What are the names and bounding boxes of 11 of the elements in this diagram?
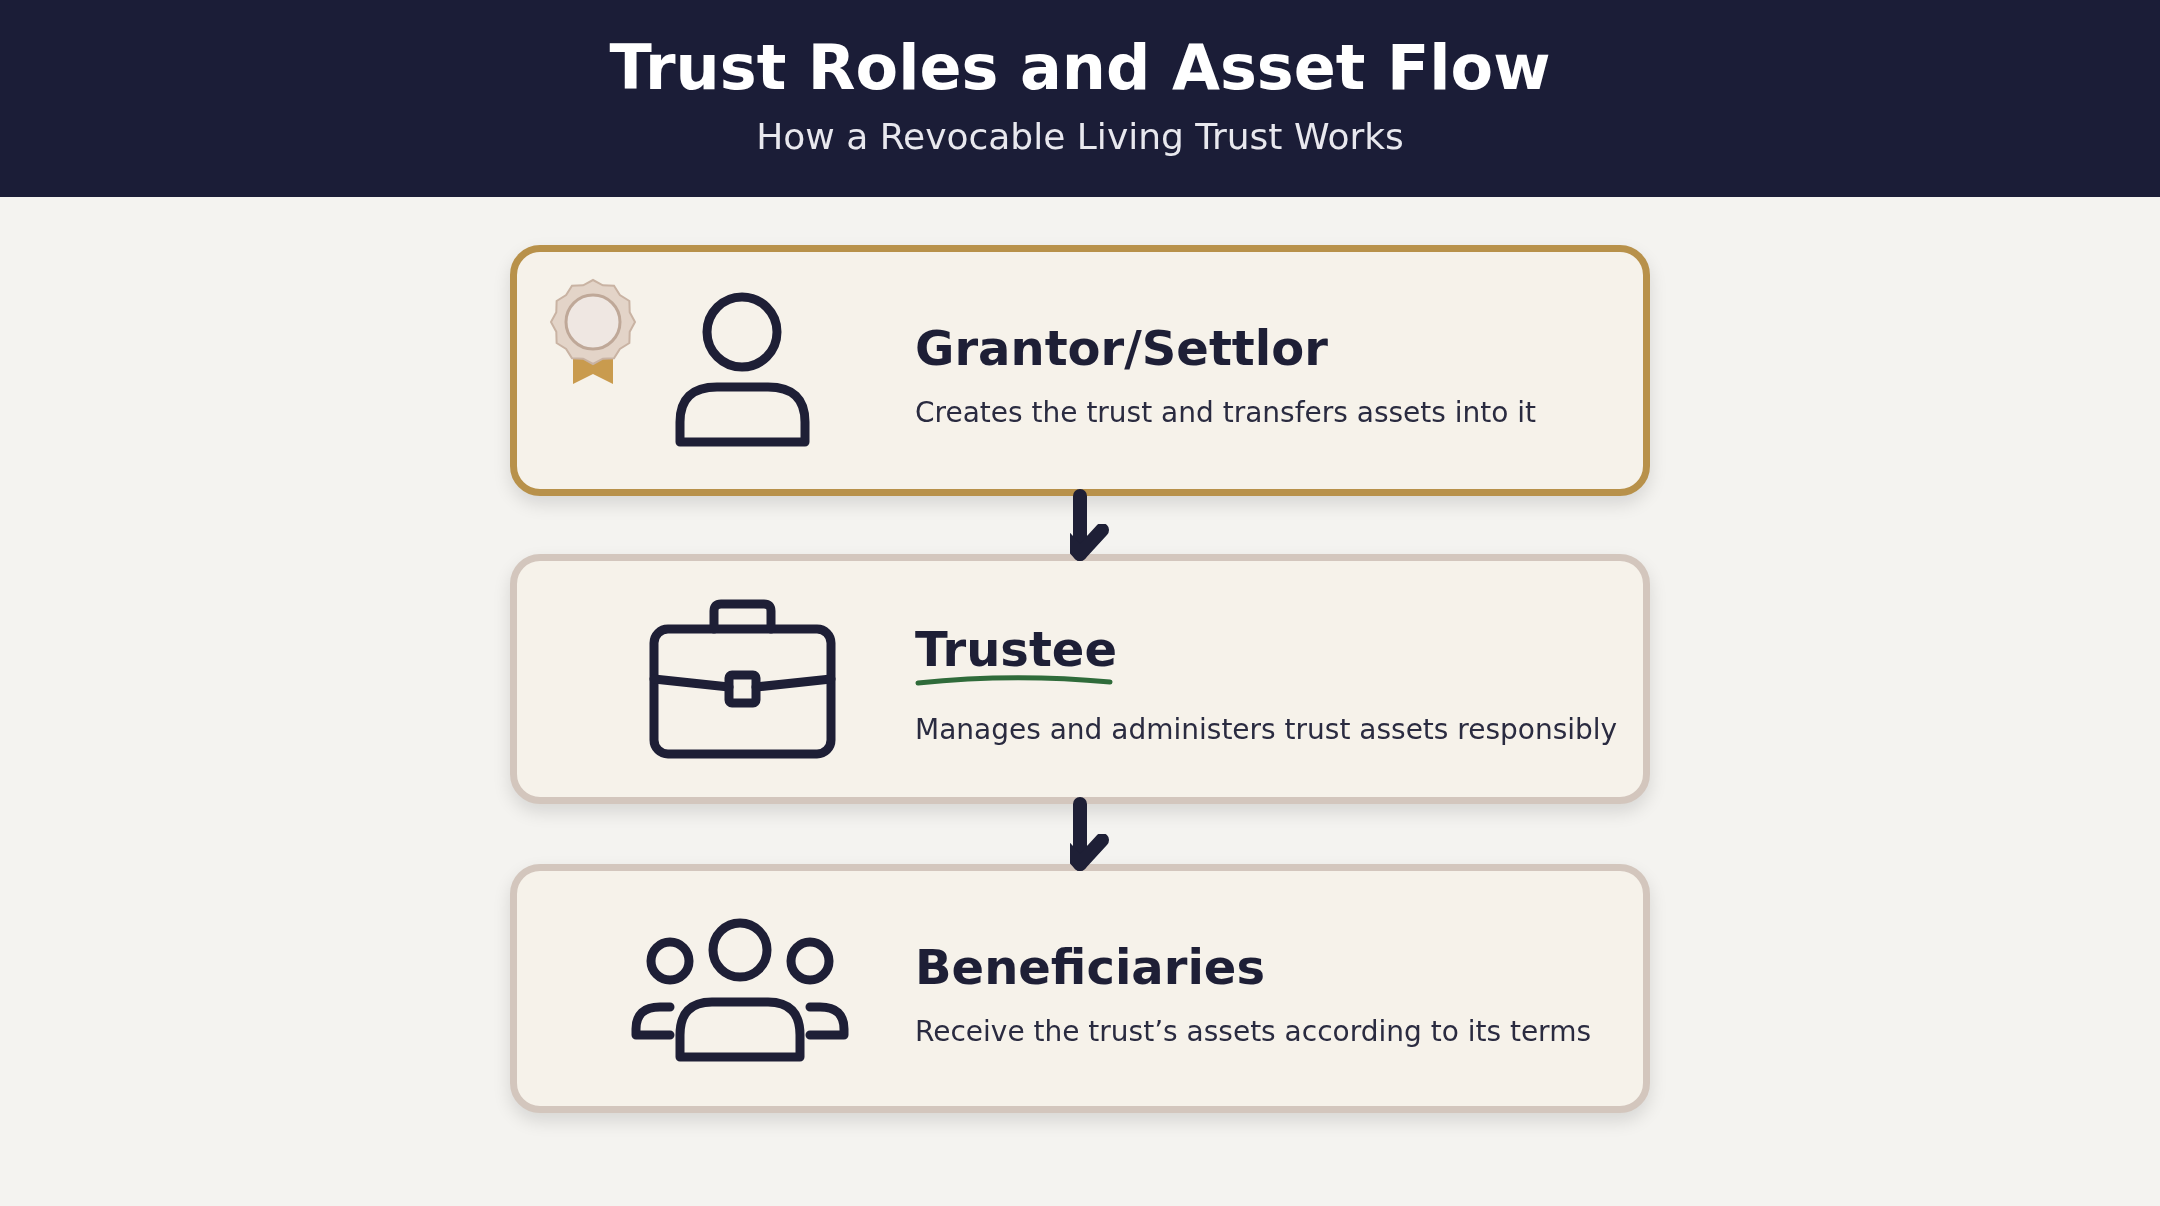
role-description: Creates the trust and transfers assets into it: [915, 395, 1537, 431]
role-description: Receive the trust’s assets according to its terms: [915, 1014, 1591, 1050]
role-heading: Trustee: [915, 620, 1117, 679]
subtitle: How a Revocable Living Trust Works: [755, 115, 1405, 159]
title: Trust Roles and Asset Flow: [608, 30, 1552, 106]
role-heading: Beneficiaries: [915, 938, 1265, 997]
role-description: Manages and administers trust assets responsibly: [915, 712, 1618, 748]
role-heading: Grantor/Settlor: [915, 319, 1328, 378]
role-card: [510, 864, 1650, 1113]
role-card: [510, 245, 1650, 496]
role-card: [510, 554, 1650, 804]
